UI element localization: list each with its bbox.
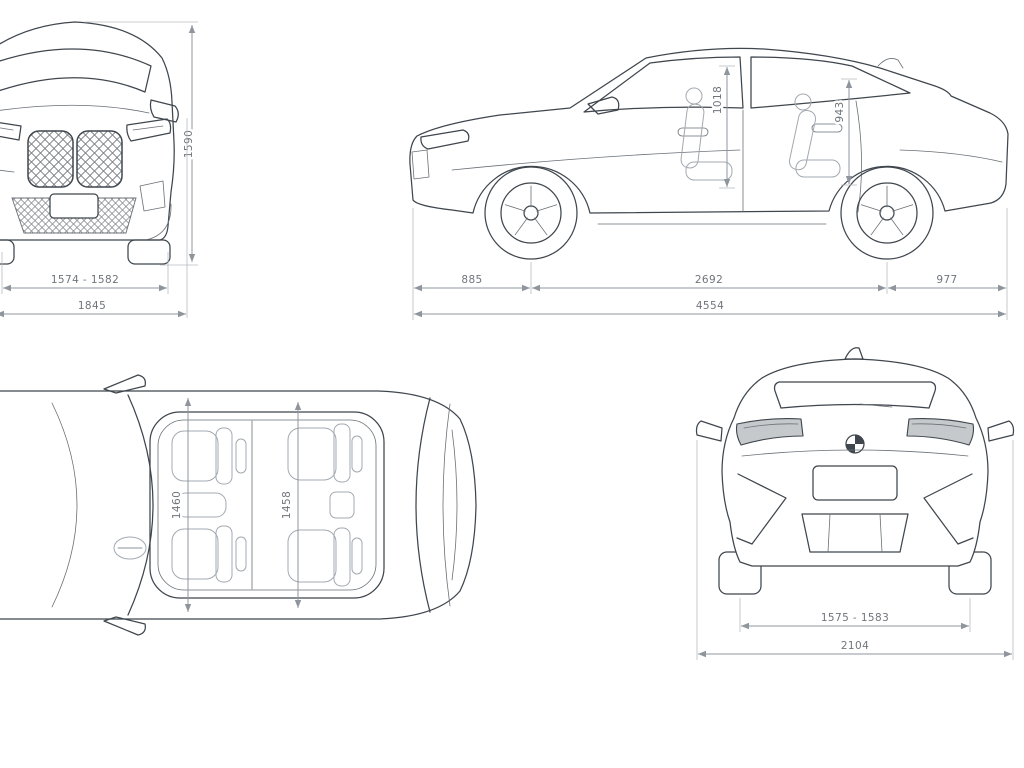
dim-label-front-interior-height: 1018 [712, 86, 724, 114]
rear-mirror-right [987, 420, 1015, 442]
side-headlight [420, 129, 470, 150]
rear-window-line [415, 397, 431, 613]
bmw-roundel-icon [845, 434, 865, 454]
dim-label-front-interior-width: 1460 [171, 491, 183, 519]
wheel-arch-right [145, 203, 172, 241]
headlight-right [126, 118, 172, 142]
dim-label-rear-interior-width: 1458 [281, 491, 293, 519]
dim-label-overall-width: 1845 [78, 300, 106, 312]
panoramic-roof [149, 411, 385, 599]
door-handle-front [677, 127, 709, 137]
character-line [451, 149, 741, 171]
side-intake-right [139, 180, 166, 212]
bumper-cut-right [923, 473, 974, 545]
tailgate-crease [741, 449, 969, 457]
side-body-outline [409, 47, 1009, 214]
spoiler-edge [442, 403, 451, 607]
rear-seat [788, 93, 841, 178]
hood-line [0, 104, 150, 114]
top-view-dimensions: 1460 1458 [169, 398, 302, 612]
front-seats-plan [113, 427, 247, 583]
dim-label-rear-track: 1575 - 1583 [821, 612, 889, 624]
mirror-bottom [103, 616, 146, 636]
top-body-outline [0, 390, 477, 620]
rear-wheel [840, 166, 934, 260]
front-view-dimensions: 1590 1574 - 1582 1845 [0, 21, 198, 318]
rear-view [695, 347, 1015, 595]
front-view [0, 21, 179, 265]
bumper-cut-left [736, 473, 787, 545]
rear-seats-plan [287, 423, 363, 587]
diffuser [801, 513, 909, 553]
taillight-right [906, 418, 975, 446]
dim-label-overall-height: 1590 [183, 130, 195, 158]
front-wheel [484, 166, 578, 260]
side-grille [411, 149, 430, 180]
dim-label-width-incl-mirrors: 2104 [841, 640, 869, 652]
mirror-top [103, 374, 146, 394]
front-tire-left [0, 239, 15, 265]
rear-window [773, 381, 937, 409]
steering-wheel [113, 536, 147, 560]
taillight-left [735, 418, 804, 446]
door-handle-rear [811, 123, 843, 133]
rear-view-dimensions: 1575 - 1583 2104 [696, 440, 1014, 660]
license-plate-recess [812, 465, 898, 501]
shark-fin-antenna [844, 347, 864, 360]
headlight-left [0, 122, 22, 141]
kidney-grille-left [27, 130, 74, 188]
rear-mirror-left [695, 420, 723, 442]
front-seat [680, 87, 733, 181]
top-view [0, 374, 477, 636]
mirror-right [149, 99, 179, 123]
front-plate [49, 193, 99, 219]
cowl-line [51, 402, 78, 608]
windshield [0, 48, 152, 93]
side-mirror [587, 96, 620, 115]
dim-label-front-track: 1574 - 1582 [51, 274, 119, 286]
kidney-grille-right [76, 130, 123, 188]
side-window-front [583, 56, 744, 113]
dim-label-overall-length: 4554 [696, 300, 724, 312]
side-view [409, 47, 1009, 260]
rear-body-outline [721, 358, 989, 567]
antenna-fin [877, 58, 904, 69]
hatch-edge [451, 429, 458, 581]
dim-label-rear-overhang: 977 [936, 274, 957, 286]
door-line-rear [855, 100, 862, 213]
dim-label-front-overhang: 885 [461, 274, 482, 286]
windshield-top-line [127, 394, 154, 616]
dim-label-rear-interior-height: 943 [834, 101, 846, 122]
side-window-rear [750, 56, 911, 109]
dim-label-wheelbase: 2692 [695, 274, 723, 286]
rear-wiper [859, 403, 893, 408]
side-view-dimensions: 1018 943 885 2692 977 4554 [412, 65, 1008, 320]
front-body-outline [0, 21, 175, 241]
front-tire-right [127, 239, 171, 265]
